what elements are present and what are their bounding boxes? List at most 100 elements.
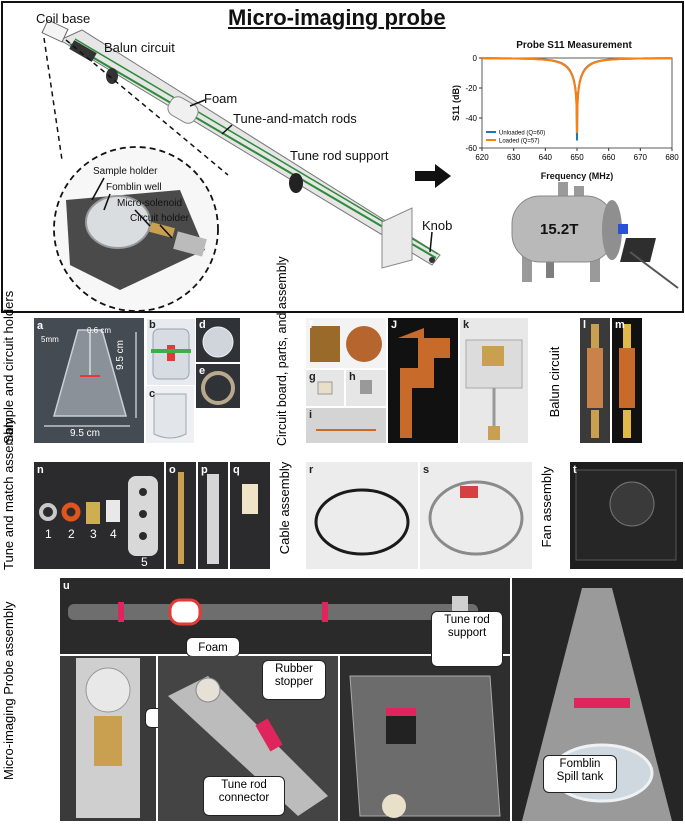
ring-e: [201, 371, 235, 405]
letter-l: l: [583, 319, 587, 331]
balun-m-connector-bottom: [623, 410, 631, 438]
part-2-ring: [61, 502, 81, 522]
section-title-balun: Balun circuit: [547, 346, 562, 418]
section-title-probe-assembly: Micro-imaging Probe assembly: [1, 601, 16, 780]
rod-q: [242, 484, 258, 514]
label-balun-circuit: Balun circuit: [104, 40, 175, 55]
rod-o: [178, 472, 184, 564]
probe-shaft: [58, 29, 441, 266]
arrow-fomblin-well: [103, 193, 111, 211]
arrow-sample-holder: [91, 177, 105, 201]
rod-p: [207, 474, 219, 564]
label-fomblin-well: Fomblin well: [106, 182, 162, 193]
photo-n-parts: [34, 462, 164, 569]
cable-r: [314, 488, 410, 556]
arrow-micro-solenoid: [134, 209, 151, 227]
magnet-leg-3: [546, 260, 554, 278]
x-tick-label: 630: [507, 153, 521, 162]
section-title-circuit-board: Circuit board, parts, and assembly: [275, 256, 289, 446]
letter-h: h: [349, 371, 356, 383]
letter-c: c: [149, 388, 156, 400]
photo-t: [570, 462, 683, 569]
components-k: [482, 346, 504, 366]
knob-u: [382, 794, 406, 818]
callout-tune-rod-connector: Tune rod connector: [203, 776, 285, 816]
fan: [609, 481, 655, 527]
dim-label-9-5cm-v: 9.5 cm: [115, 339, 126, 370]
label-coil-base: Coil base: [36, 11, 91, 26]
acrylic-plate: [349, 675, 501, 817]
callout-foam: Foam: [186, 637, 240, 657]
photo-r: [306, 462, 418, 569]
letter-a: a: [37, 320, 44, 332]
callout-fomblin-spill-tank: Fomblin Spill tank: [543, 755, 617, 793]
y-tick-label: -60: [465, 144, 477, 153]
chart-ylabel: S11 (dB): [451, 85, 461, 121]
probe-schematic: [41, 19, 441, 312]
knob: [429, 257, 435, 263]
magnet-label: 15.2T: [540, 221, 578, 238]
label-micro-solenoid: Micro-solenoid: [117, 198, 183, 209]
callout-tune-rod-support: Tune rod support: [431, 611, 503, 667]
balun-m-body: [619, 348, 635, 408]
zoom-line-1: [43, 37, 63, 161]
rubber-stopper: [195, 677, 221, 703]
letter-n: n: [37, 464, 44, 476]
balun-l-body: [587, 348, 603, 408]
arrow-knob: [429, 231, 433, 253]
letter-b: b: [149, 319, 156, 331]
x-tick-label: 620: [475, 153, 489, 162]
cable-s: [428, 480, 524, 556]
photo-k: [460, 318, 528, 443]
photo-g: [306, 370, 344, 406]
letter-q: q: [233, 464, 240, 476]
part-h: [360, 380, 372, 394]
pink-band-u: [255, 718, 283, 752]
photo-q: [230, 462, 270, 569]
top-figure-frame: [1, 1, 684, 313]
dim-label-5mm: 5mm: [41, 335, 59, 344]
letter-s: s: [423, 464, 430, 476]
tune-rod-2: [74, 38, 439, 255]
arrow-foam: [189, 99, 206, 107]
legend-label: Unloaded (Q=60): [499, 131, 545, 137]
letter-o: o: [169, 464, 176, 476]
balun-l-connector-bottom: [591, 410, 599, 438]
chart-legend: Unloaded (Q=60) Loaded (Q=57): [486, 131, 545, 145]
photo-u-microcoil: [60, 656, 156, 821]
foam-u: [168, 598, 202, 626]
letter-i: i: [309, 409, 313, 421]
legend-label: Loaded (Q=57): [499, 139, 540, 145]
photo-e: [196, 364, 240, 408]
x-tick-label: 650: [570, 153, 584, 162]
photo-o: [166, 462, 196, 569]
figure-title: Micro-imaging probe: [228, 5, 446, 30]
hole-2: [139, 510, 147, 518]
balun-l-connector-top: [591, 324, 599, 348]
y-tick-label: 0: [473, 54, 478, 63]
y-tick-label: -20: [465, 84, 477, 93]
letter-g: g: [309, 371, 316, 383]
insert-arrow: [415, 164, 451, 188]
pcb-f: [310, 326, 340, 362]
magnet-illustration: 15.2T: [511, 182, 679, 289]
tune-rod-1: [69, 43, 437, 259]
zoom-circuit-holder: [173, 231, 207, 257]
part-g: [317, 381, 333, 395]
zoom-sample-well: [85, 195, 151, 249]
x-tick-label: 660: [602, 153, 616, 162]
tank-band: [574, 698, 630, 708]
photo-c: [146, 386, 194, 443]
part-1-washer: [39, 503, 57, 521]
photo-p: [198, 462, 228, 569]
magnet-bore: [602, 200, 622, 260]
part-label-1: 1: [45, 527, 52, 541]
trace-j: [398, 328, 450, 438]
part-label-5: 5: [141, 555, 148, 569]
series-line: [482, 57, 672, 134]
section-title-fan: Fan assembly: [539, 466, 554, 548]
cap-d: [202, 326, 234, 358]
band-2: [322, 602, 328, 622]
support-band: [386, 708, 416, 716]
